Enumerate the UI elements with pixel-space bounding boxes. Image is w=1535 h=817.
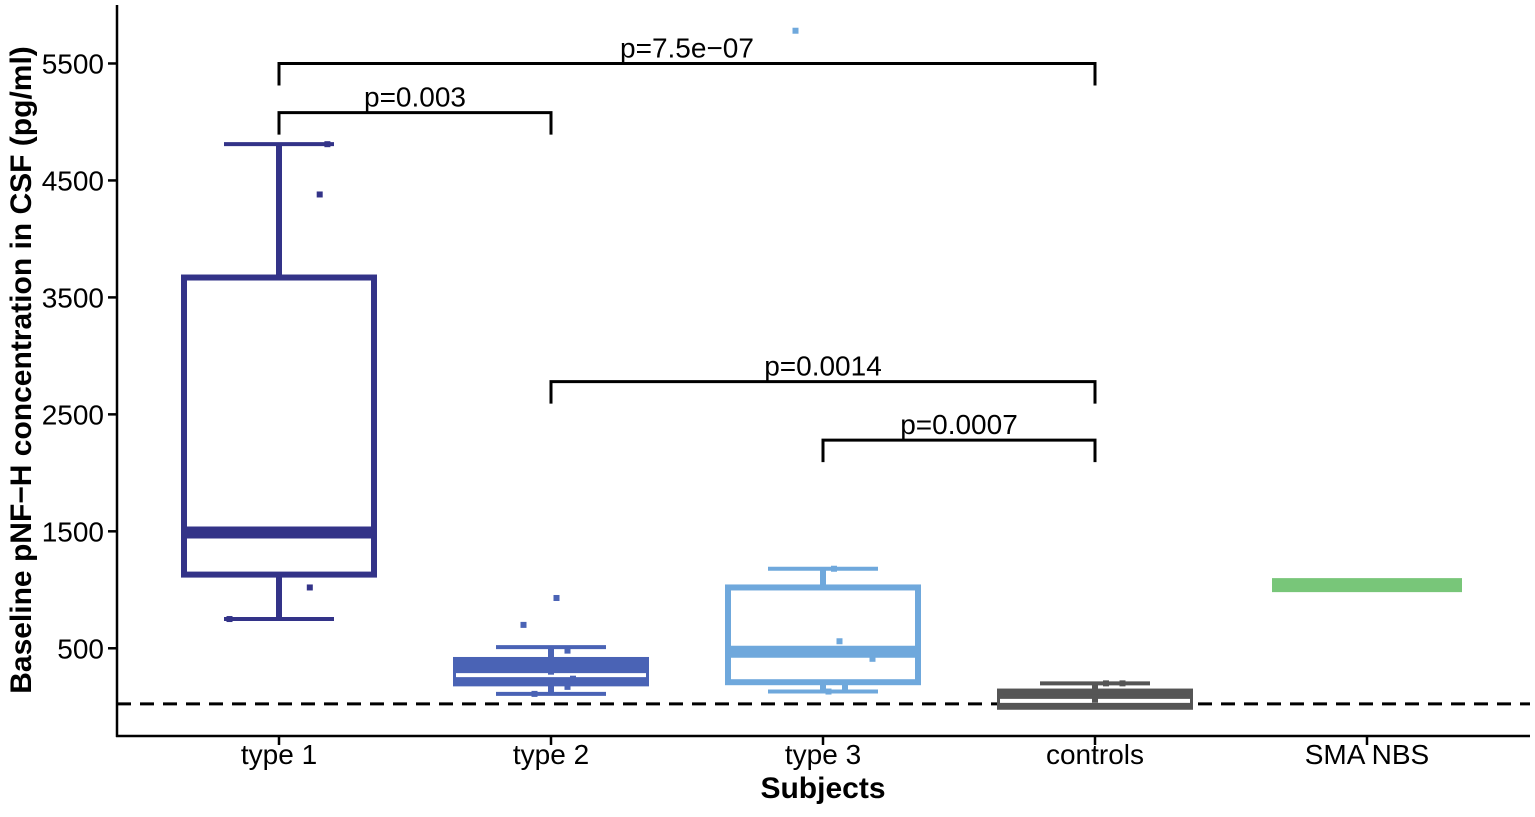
annotations-layer: p=7.5e−07 p=0.003 p=0.0014 p=0.0007: [277, 32, 1097, 463]
data-point: [570, 675, 576, 682]
data-point: [306, 584, 313, 591]
y-tick-label: 1500: [42, 516, 104, 547]
x-axis-title: Subjects: [760, 772, 885, 805]
data-point: [836, 638, 843, 645]
box-type-3: [725, 566, 921, 694]
y-tick-label: 4500: [42, 165, 104, 196]
data-point: [1103, 680, 1109, 687]
significance-bracket: p=0.003: [277, 82, 553, 135]
data-point: [226, 616, 233, 623]
data-point: [869, 655, 876, 662]
p-value-label: p=0.003: [364, 82, 466, 113]
box-median-bar: [1272, 578, 1462, 593]
y-tick-label: 5500: [42, 48, 104, 79]
x-tick-label: type 1: [241, 739, 317, 770]
significance-bracket: p=0.0007: [821, 409, 1097, 463]
data-point: [564, 647, 571, 654]
box-sma-nbs: [1272, 578, 1462, 593]
data-point: [316, 191, 323, 198]
data-point: [531, 690, 538, 697]
bracket-line: [549, 380, 1097, 404]
data-point: [520, 621, 527, 628]
significance-bracket: p=0.0014: [549, 351, 1097, 404]
boxes-layer: [181, 142, 1462, 710]
data-point: [825, 688, 832, 695]
data-point: [831, 565, 837, 572]
p-value-label: p=7.5e−07: [620, 32, 754, 63]
y-axis-title: Baseline pNF−H concentration in CSF (pg/…: [5, 46, 38, 694]
x-tick-label: type 2: [513, 739, 589, 770]
bracket-line: [277, 111, 553, 135]
p-value-label: p=0.0014: [764, 351, 882, 382]
box-controls: [997, 681, 1193, 710]
x-tick-label: SMA NBS: [1305, 739, 1429, 770]
box-type-1: [181, 142, 377, 622]
x-tick-label: type 3: [785, 739, 861, 770]
data-point: [564, 683, 571, 690]
bracket-line: [821, 438, 1097, 463]
data-point: [1119, 680, 1126, 687]
box-rect: [725, 584, 921, 686]
data-point: [842, 683, 848, 690]
y-tick-label: 2500: [42, 399, 104, 430]
data-point: [548, 688, 554, 695]
significance-bracket: p=7.5e−07: [277, 32, 1097, 86]
data-point: [1092, 696, 1098, 703]
bracket-line: [277, 61, 1097, 86]
x-tick-label: controls: [1046, 739, 1144, 770]
ticks-layer: 500 1500 2500 3500 4500 5500 type 1 type 2 type …: [42, 48, 1430, 770]
y-tick-label: 500: [57, 633, 104, 664]
p-value-label: p=0.0007: [900, 409, 1018, 440]
data-point: [553, 594, 560, 601]
data-point: [324, 141, 331, 148]
data-point: [548, 668, 554, 675]
box-rect: [181, 274, 377, 578]
points-layer: [226, 27, 1126, 703]
data-point: [548, 646, 554, 653]
y-tick-label: 3500: [42, 282, 104, 313]
data-point: [792, 27, 799, 34]
